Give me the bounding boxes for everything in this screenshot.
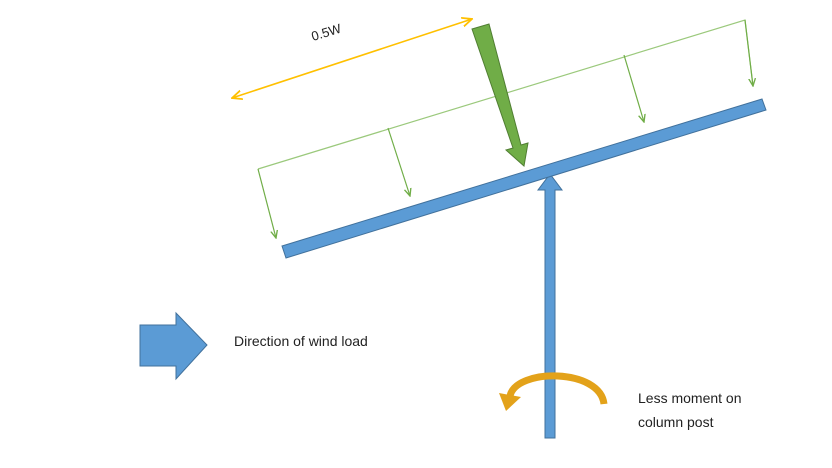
solar-panel <box>281 98 767 259</box>
load-arrow <box>744 19 753 86</box>
moment-label-line1: Less moment on <box>638 390 742 406</box>
block-arrow-right-icon <box>139 311 208 381</box>
resultant-force-arrow <box>471 23 529 167</box>
load-arrow <box>623 54 644 122</box>
dimension-line: 0.5W <box>232 19 472 98</box>
load-arrow <box>387 127 410 196</box>
dimension-label: 0.5W <box>309 20 343 43</box>
moment-label-line2: column post <box>638 414 714 430</box>
curved-arrow-icon <box>499 372 608 411</box>
column-post <box>537 173 563 439</box>
wind-direction-label: Direction of wind load <box>234 333 368 349</box>
distributed-load <box>257 19 753 238</box>
load-arrow <box>257 168 276 238</box>
